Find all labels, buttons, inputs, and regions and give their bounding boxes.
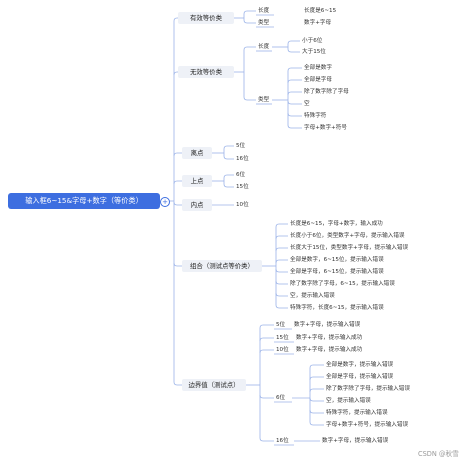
- connector-line: [309, 421, 324, 426]
- boundary-6-item: 除了数字除了字母，提示输入错误: [326, 386, 410, 392]
- invalid-type-item: 除了数字除了字母: [304, 89, 349, 95]
- valid-type-label: 类型: [258, 20, 270, 26]
- combo-item: 全部是字母，6~15位，提示输入错误: [290, 269, 384, 275]
- connector-line: [287, 67, 302, 72]
- boundary-6-item: 空，提示输入错误: [326, 398, 371, 404]
- invalid-type-item: 空: [304, 101, 310, 107]
- boundary-6-item: 特殊字符，提示输入错误: [326, 410, 388, 416]
- connector-line: [287, 91, 302, 96]
- connector-line: [243, 96, 256, 101]
- valid-length-value: 长度是6~15: [304, 8, 337, 14]
- connector-line: [173, 71, 182, 76]
- connector-line: [309, 364, 324, 369]
- off-point-item: 16位: [236, 156, 249, 162]
- invalid-length-label: 长度: [258, 44, 270, 50]
- connector-line: [275, 259, 288, 264]
- boundary-16-label: 16位: [276, 438, 289, 444]
- connector-line: [287, 79, 302, 84]
- connector-line: [275, 235, 288, 240]
- connector-line: [287, 100, 302, 105]
- connector-line: [275, 292, 288, 297]
- node-invalid-class[interactable]: 无效等价类: [178, 66, 234, 78]
- connector-line: [287, 40, 300, 45]
- valid-length-label: 长度: [258, 8, 270, 14]
- connector-line: [259, 394, 274, 399]
- boundary-6-item: 全部是数字，提示输入错误: [326, 362, 394, 368]
- combo-item: 除了数字除了字母，6~15，提示输入错误: [290, 281, 395, 287]
- expand-plus-icon[interactable]: +: [160, 197, 170, 207]
- connector-line: [173, 201, 182, 206]
- root-node[interactable]: 输入框6~15&字母+数字（等价类）: [8, 193, 160, 209]
- connector-line: [275, 304, 288, 309]
- connector-line: [275, 223, 288, 228]
- connector-line: [173, 152, 182, 157]
- connector-line: [243, 19, 256, 24]
- invalid-type-item: 全部是数字: [304, 65, 332, 71]
- invalid-type-item: 字母+数字+符号: [304, 125, 347, 131]
- combo-item: 特殊字符，长度6~15，提示输入错误: [290, 305, 384, 311]
- combo-item: 长度是6~15，字母+数字，输入成功: [290, 221, 383, 227]
- connector-line: [275, 280, 288, 285]
- connector-line: [223, 145, 234, 150]
- connector-line: [287, 112, 302, 117]
- connector-line: [275, 268, 288, 273]
- combo-item: 长度小于6位，类型数字+字母，提示输入错误: [290, 233, 405, 239]
- node-off-point[interactable]: 离点: [182, 147, 212, 159]
- on-point-item: 6位: [236, 172, 246, 178]
- on-point-item: 15位: [236, 184, 249, 190]
- connector-line: [173, 17, 182, 22]
- node-inner-point[interactable]: 内点: [182, 199, 212, 211]
- boundary-10-value: 数字+字母，提示输入成功: [296, 347, 363, 353]
- boundary-10-label: 10位: [276, 347, 289, 353]
- combo-item: 全部是数字，6~15位，提示输入错误: [290, 257, 384, 263]
- node-valid-class[interactable]: 有效等价类: [178, 12, 234, 24]
- boundary-15-value: 数字+字母，提示输入成功: [296, 335, 363, 341]
- connector-line: [173, 262, 182, 267]
- watermark: CSDN @秋雪: [418, 450, 459, 458]
- connector-line: [223, 183, 234, 188]
- connector-line: [287, 124, 302, 129]
- connector-line: [173, 180, 182, 185]
- connector-line: [309, 397, 324, 402]
- combo-item: 长度大于15位，类型数字+字母，提示输入错误: [290, 245, 409, 251]
- boundary-16-value: 数字+字母，提示输入错误: [322, 438, 389, 444]
- connector-line: [287, 48, 300, 53]
- connector-line: [243, 10, 256, 15]
- node-boundary[interactable]: 边界值（测试点）: [182, 379, 246, 391]
- boundary-6-item: 字母+数字+符号，提示输入错误: [326, 422, 409, 428]
- connector-line: [259, 349, 274, 354]
- boundary-6-label: 6位: [276, 395, 286, 401]
- invalid-type-item: 特殊字符: [304, 113, 327, 119]
- connector-line: [309, 409, 324, 414]
- invalid-type-label: 类型: [258, 97, 270, 103]
- node-combination[interactable]: 组合（测试点等价类）: [182, 260, 262, 272]
- inner-point-value: 10位: [236, 202, 249, 208]
- connector-line: [243, 46, 256, 51]
- connector-line: [309, 376, 324, 381]
- connector-line: [223, 174, 234, 179]
- boundary-5-value: 数字+字母，提示输入错误: [294, 322, 361, 328]
- boundary-15-label: 15位: [276, 335, 289, 341]
- connector-line: [309, 388, 324, 393]
- boundary-6-item: 全部是字母，提示输入错误: [326, 374, 394, 380]
- connector-line: [275, 247, 288, 252]
- connector-line: [259, 437, 274, 442]
- connector-line: [259, 337, 274, 342]
- connector-line: [223, 155, 234, 160]
- boundary-5-label: 5位: [276, 322, 286, 328]
- invalid-length-item: 小于6位: [302, 38, 323, 44]
- combo-item: 空，提示输入错误: [290, 293, 335, 299]
- invalid-length-item: 大于15位: [302, 49, 326, 55]
- node-on-point[interactable]: 上点: [182, 175, 212, 187]
- valid-type-value: 数字+字母: [304, 20, 332, 26]
- invalid-type-item: 全部是字母: [304, 77, 332, 83]
- connector-line: [173, 381, 182, 386]
- connector-line: [259, 324, 274, 329]
- off-point-item: 5位: [236, 143, 246, 149]
